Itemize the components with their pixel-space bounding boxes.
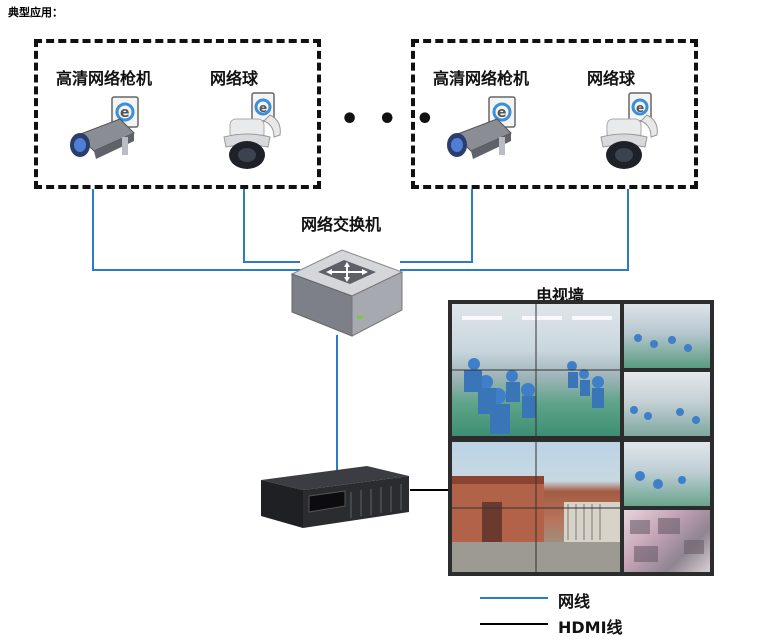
switch-label: 网络交换机	[301, 215, 382, 234]
dome-camera-icon: e	[223, 92, 281, 169]
dome-camera-label: 网络球	[587, 69, 636, 88]
svg-text:e: e	[636, 101, 644, 115]
video-tile-factory-2	[624, 372, 710, 436]
svg-text:e: e	[497, 105, 507, 121]
svg-text:e: e	[120, 105, 130, 121]
video-tile-factory-1	[624, 304, 710, 368]
ellipsis: • • •	[340, 102, 439, 137]
legend-network-label: 网线	[558, 592, 591, 611]
video-wall	[448, 300, 714, 576]
nvr-recorder-icon	[261, 466, 409, 528]
network-line-group2-dome	[400, 188, 629, 271]
bullet-camera-icon: e	[447, 96, 516, 159]
dome-camera-icon: e	[600, 92, 658, 169]
bullet-camera-label: 高清网络枪机	[433, 69, 530, 88]
bullet-camera-icon: e	[70, 96, 139, 159]
video-tile-factory-large	[452, 304, 620, 436]
svg-text:e: e	[259, 101, 267, 115]
network-line-group1-dome	[243, 188, 300, 263]
network-line-group1-bullet	[92, 188, 300, 271]
camera-group-2: 高清网络枪机 网络球 e e	[411, 39, 698, 189]
heading: 典型应用：	[8, 6, 63, 19]
camera-group-1: 高清网络枪机 网络球 e e	[34, 39, 321, 189]
video-tile-gate-large	[452, 442, 620, 572]
network-line-group2-bullet	[400, 188, 473, 263]
legend-hdmi-label: HDMI线	[558, 618, 623, 637]
bullet-camera-label: 高清网络枪机	[56, 69, 153, 88]
network-switch-icon	[290, 249, 404, 337]
dome-camera-label: 网络球	[210, 69, 259, 88]
video-tile-factory-3	[624, 442, 710, 506]
video-tile-office	[624, 510, 710, 572]
